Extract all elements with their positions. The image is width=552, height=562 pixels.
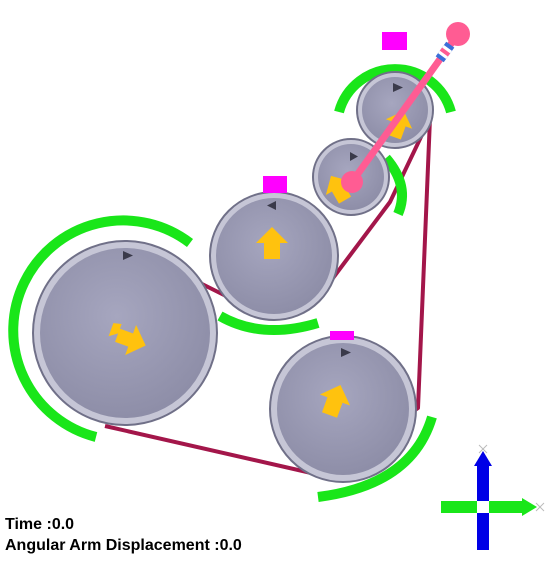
block-arrow-icon (319, 384, 351, 418)
angular-displacement-readout: Angular Arm Displacement :0.0 (5, 537, 242, 554)
tensioner-arm[interactable] (341, 22, 470, 193)
triangle-marker-icon (341, 348, 351, 357)
spring-damper-icon (435, 41, 455, 63)
triangle-marker-icon (123, 251, 133, 260)
tensioner-arm-end[interactable] (446, 22, 470, 46)
pulley-middle[interactable] (209, 176, 339, 321)
contact-arcs (8, 64, 456, 502)
contact-arc-lower-pulley (317, 415, 437, 502)
pulley-lower[interactable] (269, 331, 417, 483)
triad-x-arrowhead (522, 498, 537, 516)
contact-marker (263, 176, 287, 193)
contact-arc-middle-pulley (217, 311, 320, 335)
tensioner-pivot (341, 171, 363, 193)
pulley-large[interactable] (32, 240, 218, 426)
triangle-marker-icon (267, 201, 276, 210)
block-arrow-icon (256, 227, 288, 259)
contact-marker (382, 32, 407, 50)
time-readout: Time :0.0 (5, 516, 75, 533)
contact-arc-large-pulley (8, 215, 194, 442)
triangle-marker-icon (350, 152, 358, 161)
block-arrow-icon (385, 110, 413, 140)
block-arrow-icon (108, 323, 146, 356)
contact-arc-tensioner-pulley (382, 154, 407, 216)
contact-marker (330, 331, 354, 340)
coordinate-triad-icon (441, 444, 545, 550)
contact-arc-upper-right-pulley (334, 64, 456, 114)
triad-y-arrowhead (474, 451, 492, 466)
triangle-marker-icon (393, 83, 403, 92)
